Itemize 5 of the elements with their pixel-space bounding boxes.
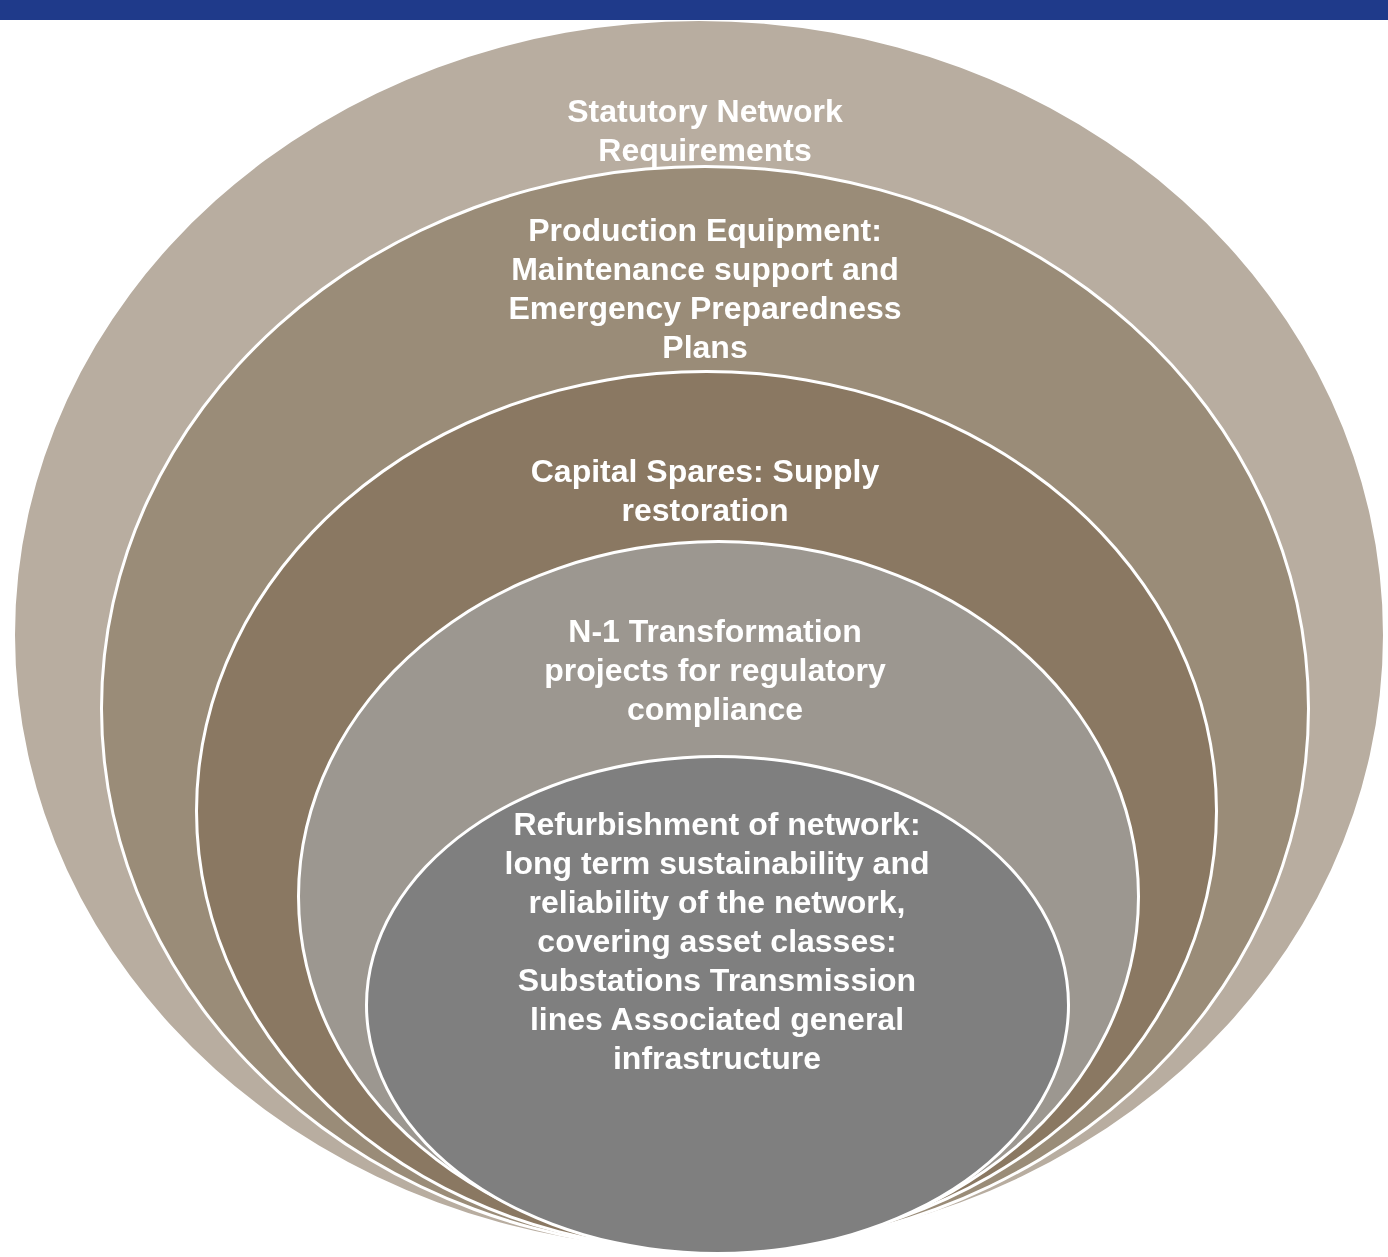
band-label: Statutory Network Requirements [566, 92, 844, 170]
band-label: Refurbishment of network: long term sustainability and reliability of the network, covering asset classes: Substations Transmission lines Associated general infrastructure [503, 805, 931, 1078]
band-label: Production Equipment: Maintenance support and Emergency Preparedness Plans [507, 211, 903, 367]
band-label: N-1 Transformation projects for regulatory compliance [543, 612, 887, 729]
band-label: Capital Spares: Supply restoration [529, 452, 881, 530]
